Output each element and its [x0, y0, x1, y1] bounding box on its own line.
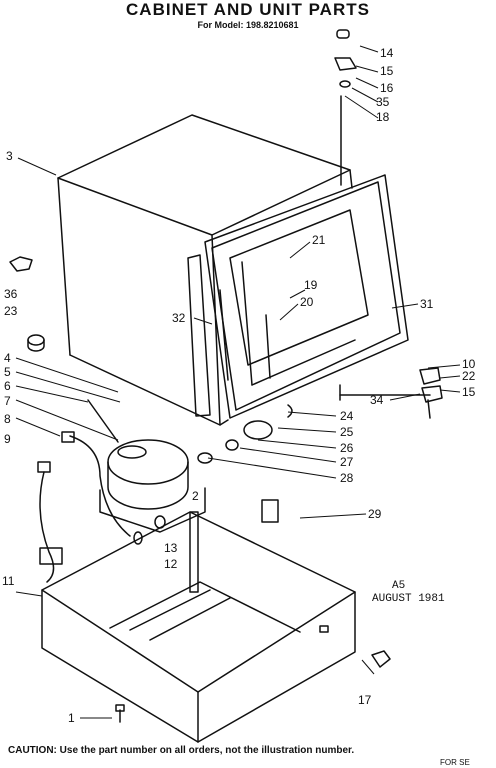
callout-8: 8	[4, 412, 11, 426]
caution-label: CAUTION:	[8, 745, 57, 756]
thermostat-parts	[9, 256, 45, 352]
callout-6: 6	[4, 379, 11, 393]
callout-14: 14	[380, 46, 394, 60]
callout-12: 12	[164, 557, 178, 571]
relay-wiring	[37, 399, 131, 583]
callout-4: 4	[4, 351, 11, 365]
callout-31: 31	[420, 297, 434, 311]
door-gasket	[187, 174, 409, 419]
callout-34: 34	[370, 393, 384, 407]
corner-text: FOR SE	[440, 758, 470, 767]
callout-16: 16	[380, 81, 394, 95]
callout-13: 13	[164, 541, 178, 555]
drain-and-screw	[115, 650, 391, 723]
callout-numbers: 14 15 16 35 18 3 21 19 20 32 31 36 23 10…	[2, 46, 476, 725]
callout-36: 36	[4, 287, 18, 301]
callout-25: 25	[340, 425, 354, 439]
callout-20: 20	[300, 295, 314, 309]
stamp-code: A5	[392, 580, 405, 592]
callout-27: 27	[340, 455, 354, 469]
stamp-date: AUGUST 1981	[372, 593, 445, 605]
inner-liner	[219, 261, 356, 386]
callout-28: 28	[340, 471, 354, 485]
callout-2: 2	[192, 489, 199, 503]
callout-11: 11	[2, 574, 15, 588]
callout-32: 32	[172, 311, 186, 325]
callout-10: 10	[462, 357, 476, 371]
callout-3: 3	[6, 149, 13, 163]
callout-18: 18	[376, 110, 390, 124]
callout-24: 24	[340, 409, 354, 423]
caution-note: CAUTION: Use the part number on all orde…	[8, 745, 354, 756]
callout-26: 26	[340, 441, 354, 455]
callout-9: 9	[4, 432, 11, 446]
callout-15b: 15	[462, 385, 476, 399]
base-pan	[41, 511, 356, 743]
callout-7: 7	[4, 394, 11, 408]
callout-22: 22	[462, 369, 476, 383]
compressor	[99, 439, 206, 533]
small-parts-center	[133, 404, 293, 545]
callout-29: 29	[368, 507, 382, 521]
callout-35: 35	[376, 95, 390, 109]
callout-19: 19	[304, 278, 318, 292]
callout-23: 23	[4, 304, 18, 318]
caution-text: Use the part number on all orders, not t…	[59, 745, 355, 756]
page-title: CABINET AND UNIT PARTS	[126, 0, 370, 19]
callout-15: 15	[380, 64, 394, 78]
hinge-bottom	[339, 367, 443, 419]
callout-21: 21	[312, 233, 326, 247]
hinge-top	[334, 29, 357, 186]
cabinet	[57, 114, 353, 426]
callout-1: 1	[68, 711, 75, 725]
leader-lines	[15, 45, 461, 719]
callout-17: 17	[358, 693, 372, 707]
callout-5: 5	[4, 365, 11, 379]
model-subtitle: For Model: 198.8210681	[197, 20, 299, 30]
